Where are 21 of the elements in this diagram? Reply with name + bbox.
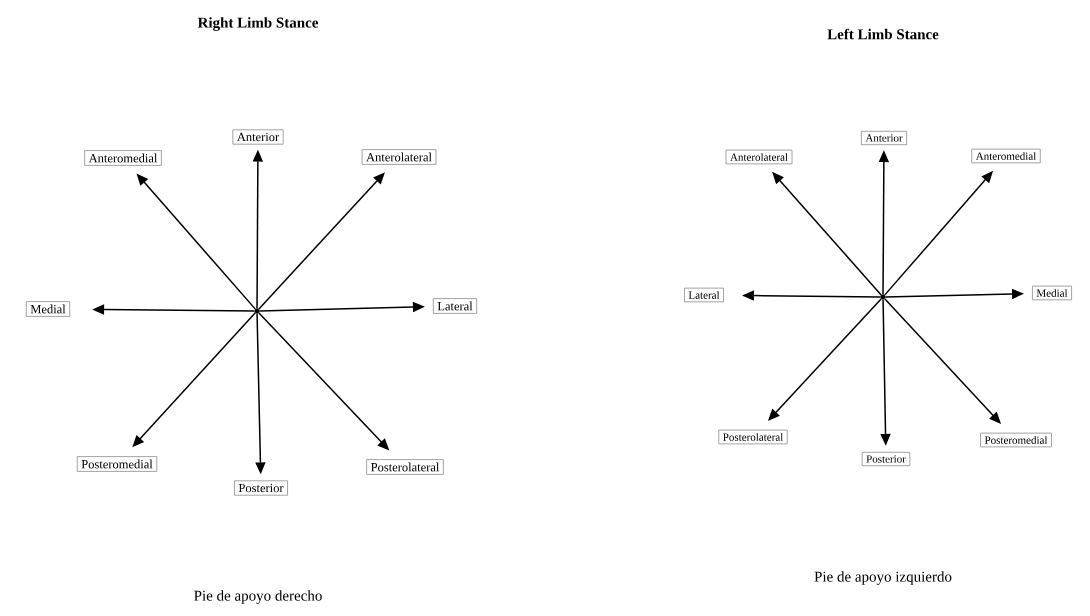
label-box: Anterolateral: [361, 149, 437, 165]
panel-title: Right Limb Stance: [197, 17, 319, 31]
label-box: Anterolateral: [725, 149, 793, 165]
caption: Pie de apoyo derecho: [194, 590, 322, 604]
panel-title: Left Limb Stance: [827, 28, 939, 40]
label-box: Posterior: [234, 480, 288, 496]
label-box: Posterior: [861, 451, 911, 467]
label-box: Posterolateral: [718, 429, 788, 445]
label-box: Lateral: [684, 287, 724, 303]
label-box: Anterior: [232, 129, 284, 145]
label-box: Anteromedial: [84, 150, 162, 166]
label-box: Posteromedial: [980, 432, 1052, 448]
label-box: Posterolateral: [366, 459, 444, 475]
label-box: Anterior: [861, 130, 908, 146]
label-box: Posteromedial: [76, 456, 158, 472]
caption: Pie de apoyo izquierdo: [814, 571, 952, 585]
label-box: Lateral: [432, 298, 478, 314]
label-box: Medial: [25, 301, 71, 317]
label-box: Medial: [1032, 285, 1072, 301]
arrow: [257, 172, 385, 310]
label-box: Anteromedial: [971, 148, 1041, 164]
